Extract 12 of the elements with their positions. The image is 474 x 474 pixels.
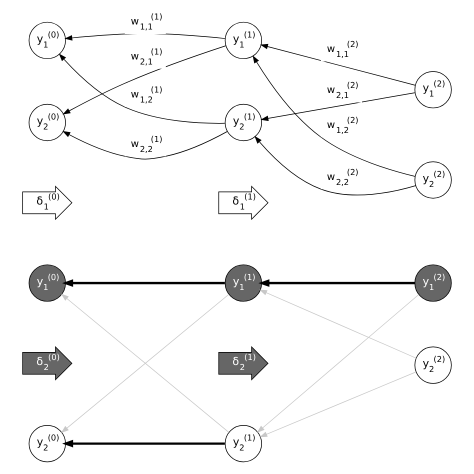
arrow [259,290,417,359]
arrow [62,130,228,160]
arrow [260,44,416,86]
arrow [259,372,416,438]
arrow [62,279,225,287]
arrow [254,136,416,196]
arrow [252,55,416,177]
arrow [258,279,415,287]
arrow [58,54,226,124]
arrow [260,92,416,122]
arrow [62,440,225,448]
arrow [256,294,420,433]
